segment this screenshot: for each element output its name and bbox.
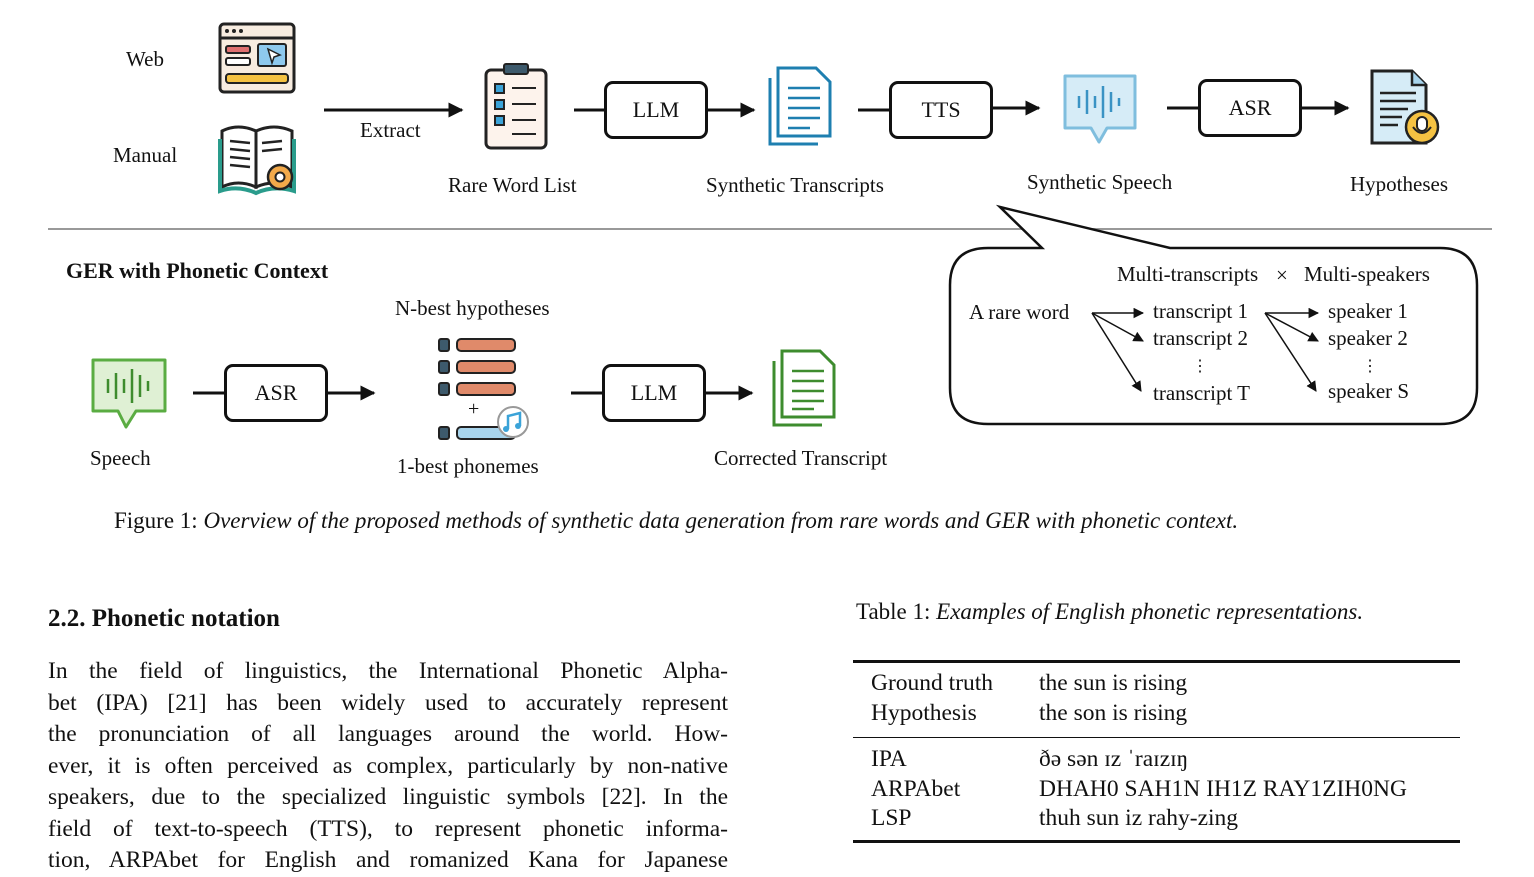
- table-key: Ground truth: [871, 670, 994, 696]
- times-sign: ×: [1276, 263, 1288, 287]
- table-caption: Table 1: Examples of English phonetic re…: [856, 599, 1363, 625]
- table-caption-text: Examples of English phonetic representat…: [936, 599, 1364, 624]
- speaker-item: speaker 1: [1328, 299, 1408, 323]
- table-group-1: Ground truth the sun is rising Hypothesi…: [855, 669, 1460, 728]
- document-blue-icon: [768, 66, 832, 146]
- tts-box: TTS: [889, 81, 993, 139]
- table-bottom-rule: [853, 840, 1460, 843]
- paragraph-line: tion, ARPAbet for English and romanized …: [48, 847, 728, 873]
- table-row: Hypothesis the son is rising: [855, 699, 1460, 729]
- ger-title: GER with Phonetic Context: [66, 258, 329, 283]
- document-microphone-icon: [1370, 69, 1440, 145]
- llm-box-top: LLM: [604, 81, 708, 139]
- paragraph-line: speakers, due to the specialized linguis…: [48, 784, 728, 810]
- speech-bubble-green-icon: [91, 358, 167, 429]
- figure-caption-prefix: Figure 1:: [114, 508, 204, 533]
- onebest-phonemes-label: 1-best phonemes: [397, 454, 539, 478]
- source-manual-label: Manual: [113, 143, 178, 167]
- nbest-list-icon: [438, 338, 529, 440]
- table-value: ðə sən ɪz ˈraɪzɪŋ: [1039, 746, 1189, 772]
- document-green-icon: [772, 349, 836, 427]
- table-caption-prefix: Table 1:: [856, 599, 937, 624]
- paragraph-line: field of text-to-speech (TTS), to repres…: [48, 815, 728, 842]
- corrected-transcript-label: Corrected Transcript: [714, 446, 888, 470]
- speech-bubble-blue-icon: [1063, 74, 1137, 144]
- section-paragraph: In the field of linguistics, the Interna…: [48, 656, 728, 877]
- table-row: Ground truth the sun is rising: [855, 669, 1460, 699]
- rare-word-list-label: Rare Word List: [448, 173, 577, 197]
- paragraph-line: ever, it is often perceived as complex, …: [48, 752, 728, 779]
- web-browser-icon: [218, 22, 296, 94]
- source-web-label: Web: [126, 47, 164, 71]
- figure-caption-text: Overview of the proposed methods of synt…: [203, 508, 1239, 533]
- manual-book-icon: [218, 125, 296, 196]
- llm-box-ger: LLM: [602, 364, 706, 422]
- section-title: 2.2. Phonetic notation: [48, 605, 280, 632]
- synthetic-speech-label: Synthetic Speech: [1027, 170, 1173, 194]
- multi-transcripts-label: Multi-transcripts: [1117, 262, 1259, 286]
- transcript-item: transcript 1: [1153, 299, 1249, 323]
- paragraph-line: the pronunciation of all languages aroun…: [48, 721, 728, 747]
- paragraph-line: In the field of linguistics, the Interna…: [48, 658, 728, 684]
- speaker-ellipsis: ⋮: [1362, 358, 1378, 375]
- table-key: ARPAbet: [871, 775, 961, 802]
- table-mid-rule: [853, 737, 1460, 738]
- speaker-item: speaker 2: [1328, 326, 1408, 350]
- multi-speakers-label: Multi-speakers: [1304, 262, 1430, 286]
- table-row: IPA ðə sən ɪz ˈraɪzɪŋ: [855, 745, 1460, 775]
- rare-word-label: A rare word: [969, 300, 1070, 324]
- paragraph-line: bet (IPA) [21] has been widely used to a…: [48, 689, 728, 716]
- asr-box-ger: ASR: [224, 364, 328, 422]
- transcript-item: transcript T: [1153, 381, 1251, 405]
- speaker-item: speaker S: [1328, 379, 1410, 403]
- figure-connectors: [48, 100, 1492, 426]
- transcript-item: transcript 2: [1153, 326, 1249, 350]
- table-value: the son is rising: [1039, 699, 1188, 726]
- synthetic-transcripts-label: Synthetic Transcripts: [706, 173, 884, 197]
- transcript-ellipsis: ⋮: [1192, 358, 1208, 375]
- plus-sign: +: [468, 398, 480, 420]
- extract-label: Extract: [360, 118, 421, 142]
- table-value: thuh sun iz rahy-zing: [1039, 805, 1239, 831]
- hypotheses-label: Hypotheses: [1350, 172, 1448, 196]
- table-group-2: IPA ðə sən ɪz ˈraɪzɪŋ ARPAbet DHAH0 SAH1…: [855, 745, 1460, 834]
- table-key: Hypothesis: [871, 699, 977, 726]
- figure-caption: Figure 1: Overview of the proposed metho…: [114, 508, 1238, 534]
- table-row: LSP thuh sun iz rahy-zing: [855, 804, 1460, 834]
- asr-box-top: ASR: [1198, 79, 1302, 137]
- table-value: DHAH0 SAH1N IH1Z RAY1ZIH0NG: [1039, 775, 1407, 802]
- table-row: ARPAbet DHAH0 SAH1N IH1Z RAY1ZIH0NG: [855, 775, 1460, 805]
- table-key: LSP: [871, 805, 912, 831]
- table-top-rule: [853, 660, 1460, 663]
- speech-label: Speech: [90, 446, 151, 470]
- nbest-label: N-best hypotheses: [395, 296, 550, 320]
- table-key: IPA: [871, 746, 907, 772]
- table-value: the sun is rising: [1039, 670, 1188, 696]
- clipboard-list-icon: [484, 63, 548, 150]
